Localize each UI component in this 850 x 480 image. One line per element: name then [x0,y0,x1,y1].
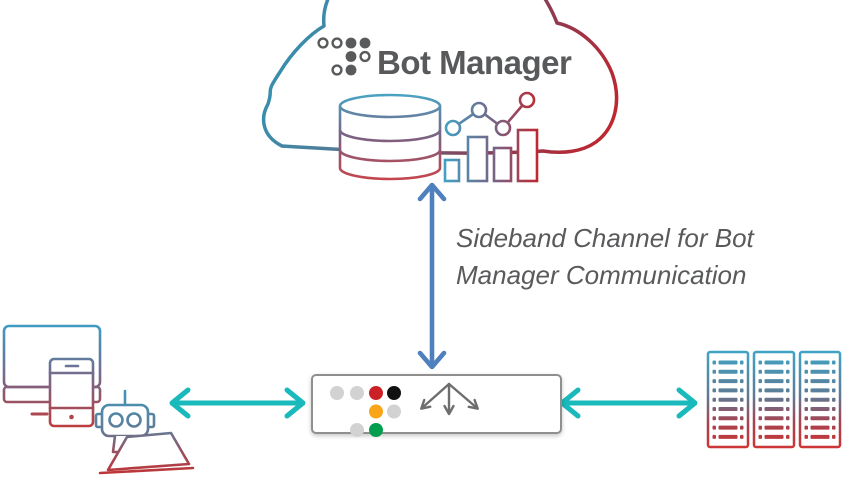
sideband-label-line1: Sideband Channel for Bot [456,223,754,253]
cloud-shape [261,0,619,155]
edge-server-box [311,374,562,437]
laptop-icon [106,431,191,472]
traffic-split-arrow-icon [420,382,479,416]
bot-manager-title: Bot Manager [377,44,572,81]
server-racks [706,350,842,449]
edge-dots-logo-icon [330,386,401,437]
server-rack-icon [798,350,842,449]
laptop-base [98,466,195,475]
server-rack-icon [706,350,750,449]
robot-eye [108,412,124,428]
left-traffic-arrow [169,387,306,419]
phone-home-button [69,414,74,420]
right-traffic-arrow [559,387,698,419]
sideband-channel-arrow [417,182,447,370]
bot-manager-logo-icon [317,37,371,76]
analytics-chart-icon [443,91,539,183]
robot-icon [94,389,195,475]
sideband-channel-label: Sideband Channel for Bot Manager Communi… [456,220,754,294]
client-devices-icon [2,324,102,428]
sideband-label-line2: Manager Communication [456,260,747,290]
robot-eye [126,412,142,428]
database-icon [338,93,442,181]
server-rack-icon [752,350,796,449]
